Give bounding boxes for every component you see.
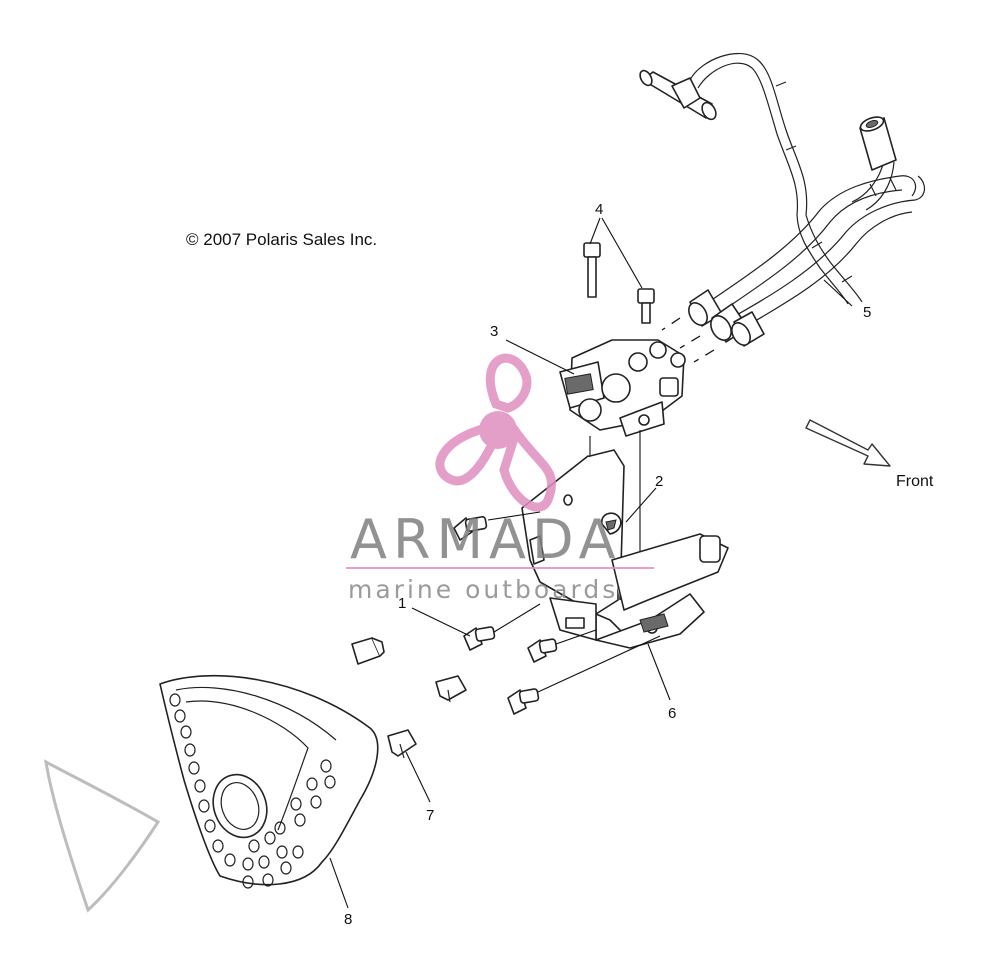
hose-assembly <box>639 52 925 347</box>
shield-cover <box>159 674 379 889</box>
assembly-line <box>679 335 701 349</box>
spring-clip <box>601 512 622 535</box>
front-direction-arrow-icon <box>805 419 891 467</box>
callout-4: 4 <box>595 201 603 218</box>
flange-bolts <box>453 516 558 715</box>
callout-1: 1 <box>398 595 406 612</box>
callout-2: 2 <box>655 473 663 490</box>
watermark: ARMADA marine outboards <box>346 353 654 604</box>
callout-3: 3 <box>490 323 498 340</box>
callout-7: 7 <box>426 807 434 824</box>
watermark-tagline: marine outboards <box>348 575 618 604</box>
cover-holes <box>169 693 336 889</box>
retainer-clips <box>351 637 467 759</box>
callout-leaders <box>329 217 853 909</box>
valve-assembly <box>559 339 686 437</box>
front-label: Front <box>896 473 934 490</box>
assembly-line <box>693 349 715 363</box>
bolt-pair <box>583 242 655 324</box>
propeller-logo-icon <box>435 353 557 512</box>
callout-6: 6 <box>668 705 676 722</box>
callout-8: 8 <box>344 911 352 928</box>
ghost-outline <box>44 759 161 913</box>
watermark-brand: ARMADA <box>350 508 622 571</box>
copyright-text: © 2007 Polaris Sales Inc. <box>186 230 377 249</box>
callout-5: 5 <box>863 304 871 321</box>
assembly-line <box>661 317 681 331</box>
